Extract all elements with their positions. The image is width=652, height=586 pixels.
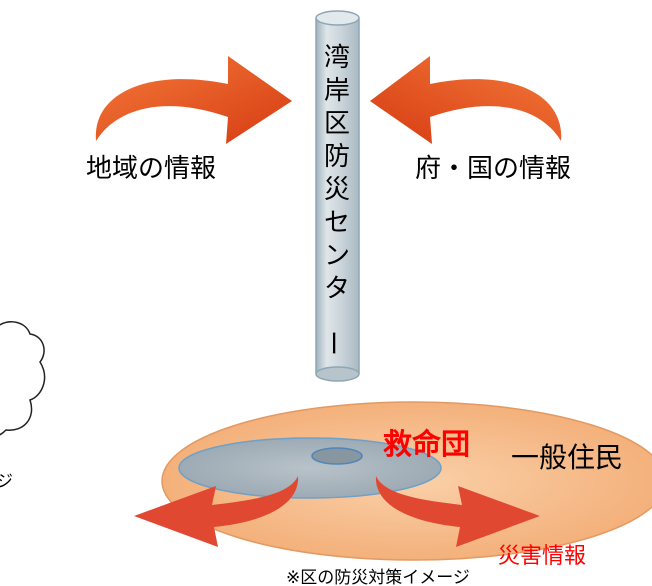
pillar — [315, 10, 360, 382]
pillar-label: 湾岸区防災センター — [317, 43, 350, 356]
curved-arrow-icon — [134, 476, 299, 547]
curved-arrow-icon — [95, 56, 292, 144]
right-info-label: 府・国の情報 — [415, 154, 571, 184]
residents-label: 一般住民 — [511, 441, 623, 474]
inner-disc — [178, 437, 442, 499]
left-info-label: 地域の情報 — [86, 154, 216, 184]
caption: ※区の防災対策イメージ — [286, 568, 470, 586]
curved-arrow-icon — [370, 56, 562, 144]
rescue-team-label: 救命団 — [383, 427, 470, 461]
partial-bubble-outline — [0, 321, 46, 436]
partial-left-glyph: ジ — [0, 472, 13, 492]
curved-arrow-icon — [375, 476, 540, 547]
disaster-info-label: 災害情報 — [498, 544, 586, 569]
center-ellipse — [311, 447, 363, 465]
